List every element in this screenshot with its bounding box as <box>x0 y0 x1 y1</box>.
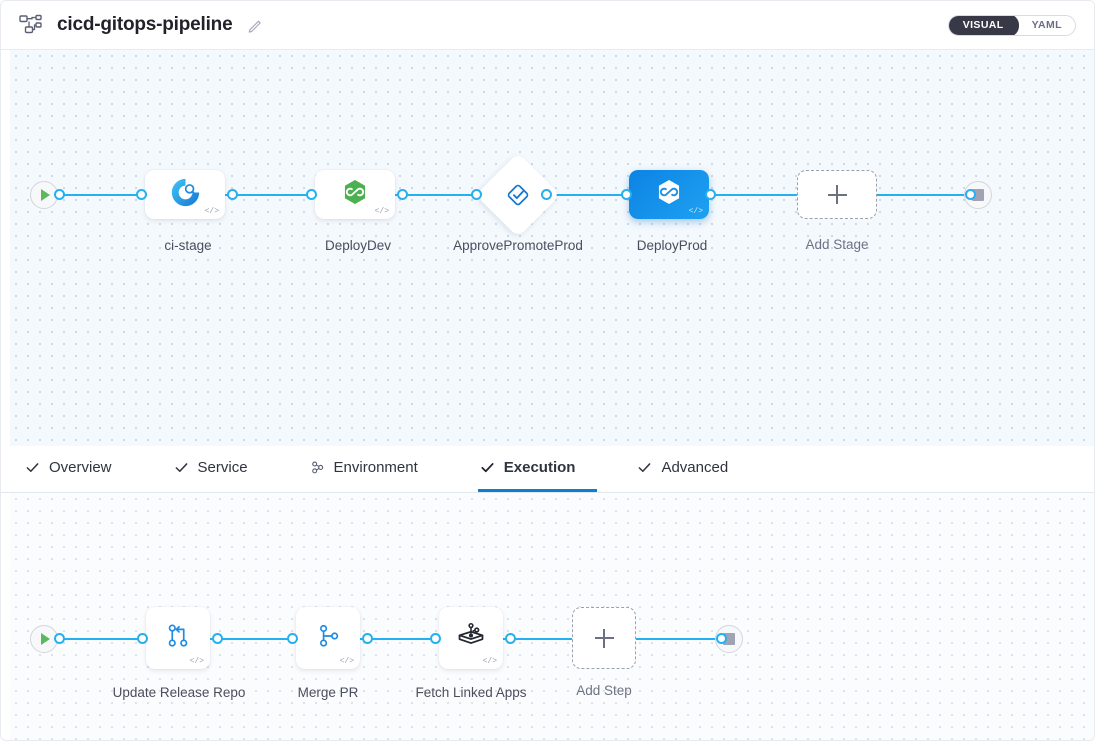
check-icon <box>637 460 652 475</box>
execution-start-node[interactable] <box>30 625 58 653</box>
ci-build-icon <box>170 177 201 213</box>
header-left-group: cicd-gitops-pipeline <box>19 14 263 36</box>
pipeline-start-node[interactable] <box>30 181 58 209</box>
page-title: cicd-gitops-pipeline <box>57 14 233 35</box>
tab-environment[interactable]: Environment <box>308 446 440 492</box>
header-right-group: VISUAL YAML <box>947 14 1076 36</box>
stage-port-start-out[interactable] <box>54 189 65 200</box>
check-icon <box>174 460 189 475</box>
stage-config-tabs[interactable]: Overview Service Environment <box>1 446 1094 493</box>
stage-label-deploydev: DeployDev <box>324 238 392 253</box>
harness-gitops-icon <box>455 621 487 656</box>
approval-check-icon <box>488 165 548 225</box>
environment-nodes-icon <box>310 460 325 475</box>
step-port-update-out[interactable] <box>212 633 223 644</box>
stage-node-deploydev[interactable]: </> <box>315 170 395 219</box>
stage-label-ci-stage: ci-stage <box>164 238 212 253</box>
step-label-merge-pr: Merge PR <box>297 685 359 700</box>
stage-port-deploydev-in[interactable] <box>306 189 317 200</box>
step-label-fetch-linked-apps: Fetch Linked Apps <box>415 685 527 700</box>
edit-pencil-icon[interactable] <box>248 18 263 33</box>
stage-edge-deployprod-add <box>705 194 805 196</box>
tab-execution-label: Execution <box>503 459 576 476</box>
step-code-badge[interactable]: </> <box>482 657 497 666</box>
step-node-merge-pr[interactable]: </> <box>296 607 360 669</box>
play-icon <box>41 633 50 645</box>
step-code-badge[interactable]: </> <box>189 657 204 666</box>
stage-port-approve-in[interactable] <box>471 189 482 200</box>
stage-port-ci-in[interactable] <box>136 189 147 200</box>
stage-code-badge[interactable]: </> <box>374 207 389 216</box>
pipeline-nodes-icon <box>19 14 45 36</box>
add-stage-label: Add Stage <box>805 237 869 252</box>
add-step-button[interactable] <box>572 607 636 669</box>
stage-code-badge[interactable]: </> <box>688 207 703 216</box>
step-label-update-release-repo: Update Release Repo <box>112 685 246 700</box>
step-edge-fetch-add <box>488 638 573 640</box>
step-port-start-out[interactable] <box>54 633 65 644</box>
git-merge-icon <box>163 621 193 656</box>
step-port-update-in[interactable] <box>137 633 148 644</box>
plus-icon <box>827 185 847 204</box>
step-port-fetch-out[interactable] <box>505 633 516 644</box>
stage-edge-add-end <box>872 194 977 196</box>
step-edge-add-end <box>635 638 725 640</box>
stage-port-deployprod-out[interactable] <box>705 189 716 200</box>
tab-environment-label: Environment <box>333 459 418 476</box>
kubernetes-deploy-icon <box>341 178 369 211</box>
step-node-update-release-repo[interactable]: </> <box>146 607 210 669</box>
step-edge-update-merge <box>200 638 300 640</box>
tab-execution[interactable]: Execution <box>477 446 598 492</box>
stage-port-ci-out[interactable] <box>227 189 238 200</box>
stage-node-approve-promote-prod[interactable] <box>475 152 561 238</box>
tab-overview-label: Overview <box>49 459 112 476</box>
stage-label-deployprod: DeployProd <box>636 238 708 253</box>
pipeline-end-node[interactable] <box>964 181 992 209</box>
tab-overview[interactable]: Overview <box>23 446 134 492</box>
stage-port-deployprod-in[interactable] <box>621 189 632 200</box>
step-port-merge-out[interactable] <box>362 633 373 644</box>
tab-advanced[interactable]: Advanced <box>635 446 750 492</box>
stage-port-deploydev-out[interactable] <box>397 189 408 200</box>
step-edge-start-update <box>57 638 152 640</box>
add-stage-button[interactable] <box>797 170 877 219</box>
add-step-label: Add Step <box>576 683 632 698</box>
view-mode-toggle[interactable]: VISUAL YAML <box>947 14 1076 36</box>
stage-port-end-in[interactable] <box>965 189 976 200</box>
play-icon <box>41 189 50 201</box>
step-node-fetch-linked-apps[interactable]: </> <box>439 607 503 669</box>
pipeline-header: cicd-gitops-pipeline VISUAL YAML <box>1 1 1094 50</box>
yaml-mode-button[interactable]: YAML <box>1019 16 1075 35</box>
step-port-end-in[interactable] <box>716 633 727 644</box>
plus-icon <box>594 628 614 648</box>
step-port-merge-in[interactable] <box>287 633 298 644</box>
kubernetes-deploy-icon <box>655 178 683 211</box>
step-code-badge[interactable]: </> <box>339 657 354 666</box>
stage-port-approve-out[interactable] <box>541 189 552 200</box>
tab-advanced-label: Advanced <box>661 459 729 476</box>
visual-mode-button[interactable]: VISUAL <box>948 15 1019 35</box>
git-branch-icon <box>313 621 343 656</box>
step-edge-merge-fetch <box>340 638 450 640</box>
tab-service-label: Service <box>197 459 248 476</box>
stage-label-approve-promote-prod: ApprovePromoteProd <box>453 238 583 253</box>
stage-code-badge[interactable]: </> <box>204 207 219 216</box>
execution-steps-canvas[interactable]: </> Update Release Repo </> Merge PR <box>10 493 1094 740</box>
stage-node-deployprod[interactable]: </> <box>629 170 709 219</box>
stage-node-ci-stage[interactable]: </> <box>145 170 225 219</box>
step-port-fetch-in[interactable] <box>430 633 441 644</box>
stage-graph-canvas[interactable]: </> ci-stage </> DeployDev <box>10 50 1094 446</box>
check-icon <box>25 460 40 475</box>
check-icon <box>480 460 495 475</box>
tab-service[interactable]: Service <box>172 446 270 492</box>
